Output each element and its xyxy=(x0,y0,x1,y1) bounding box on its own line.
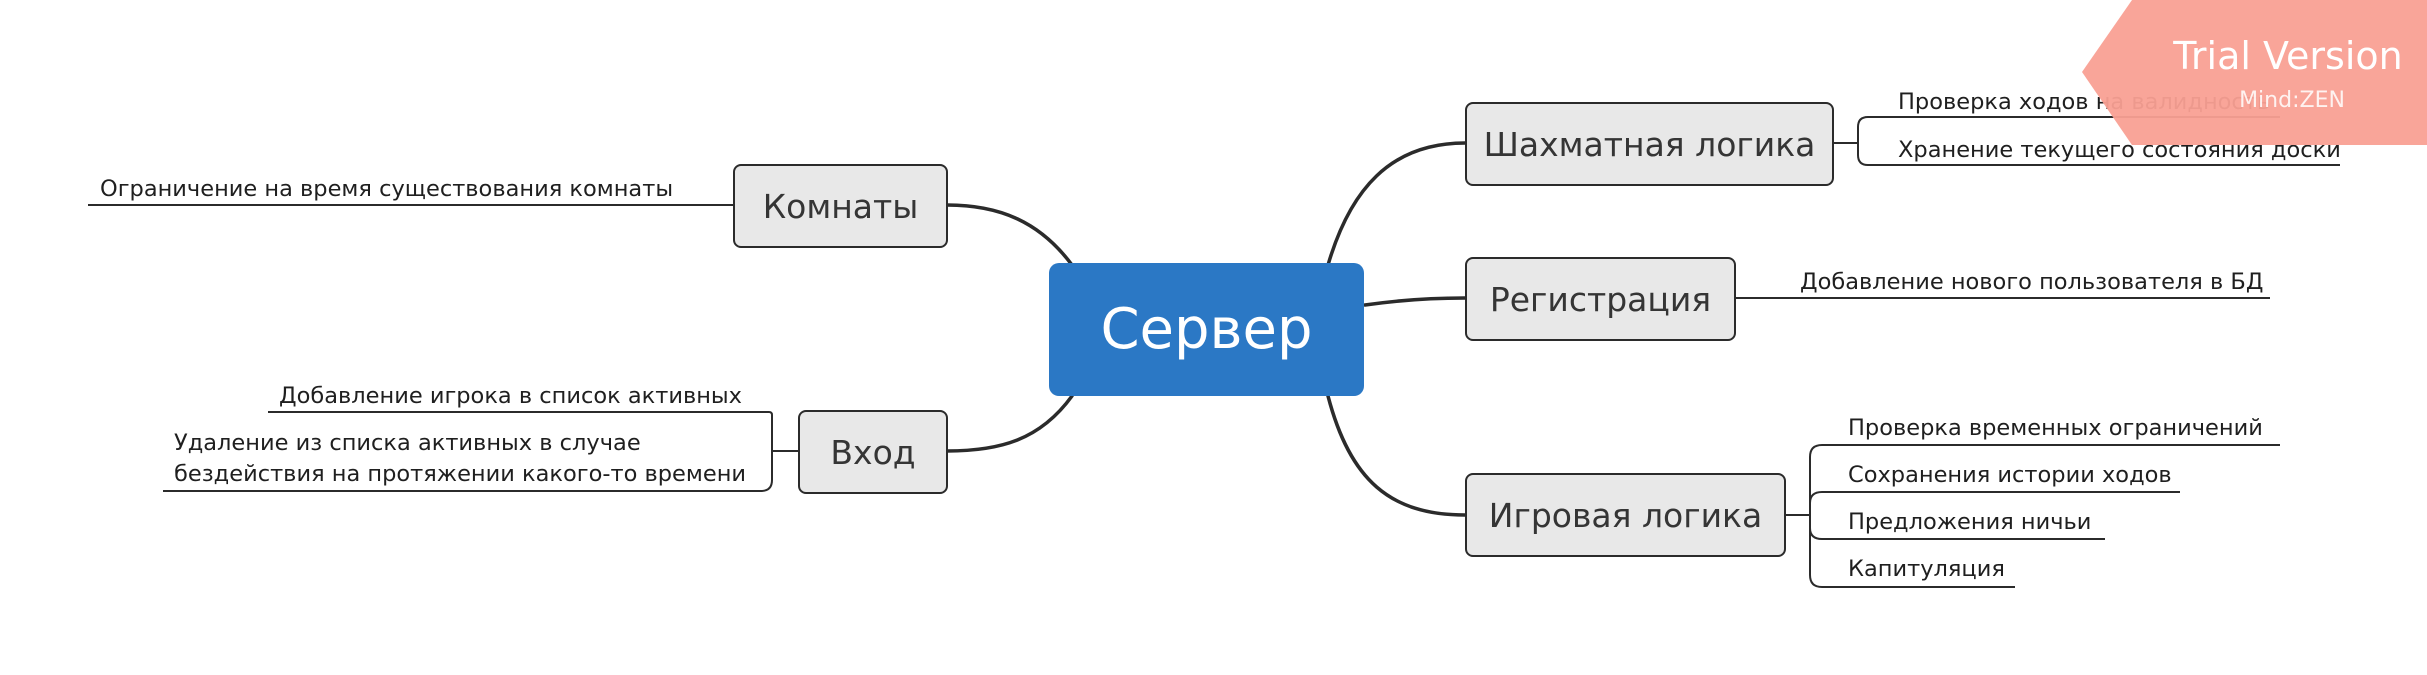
connector-game-logic xyxy=(1326,394,1467,517)
node-chess-logic-label: Шахматная логика xyxy=(1483,124,1816,164)
leaf-game-time-limits[interactable]: Проверка временных ограничений xyxy=(1848,415,2263,441)
node-rooms-label: Комнаты xyxy=(762,186,919,226)
leaf-line-login-bracket xyxy=(163,411,798,492)
node-game-logic-label: Игровая логика xyxy=(1488,495,1763,535)
leaf-game-resign[interactable]: Капитуляция xyxy=(1848,556,2005,582)
node-rooms[interactable]: Комнаты xyxy=(733,164,948,248)
connector-rooms xyxy=(945,203,1074,267)
leaf-login-remove-line2[interactable]: бездействия на протяжении какого-то врем… xyxy=(174,461,747,487)
leaf-login-remove-line1[interactable]: Удаление из списка активных в случае xyxy=(174,430,641,456)
node-registration[interactable]: Регистрация xyxy=(1465,257,1736,341)
node-chess-logic[interactable]: Шахматная логика xyxy=(1465,102,1834,186)
node-login[interactable]: Вход xyxy=(798,410,948,494)
connector-chess-logic xyxy=(1326,141,1467,267)
root-node-label: Сервер xyxy=(1100,297,1313,362)
node-login-label: Вход xyxy=(830,432,916,472)
connector-registration xyxy=(1363,296,1467,307)
trial-version-subtitle: Mind:ZEN xyxy=(2239,88,2345,113)
leaf-game-draw-offer[interactable]: Предложения ничьи xyxy=(1848,509,2092,535)
leaf-rooms-time-limit[interactable]: Ограничение на время существования комна… xyxy=(100,176,674,202)
node-registration-label: Регистрация xyxy=(1489,279,1712,319)
leaf-line-chess-bracket xyxy=(1834,116,2340,166)
connector-login xyxy=(945,394,1074,453)
leaf-game-move-history[interactable]: Сохранения истории ходов xyxy=(1848,462,2172,488)
trial-badge-shape xyxy=(2082,0,2427,145)
leaf-login-add-active[interactable]: Добавление игрока в список активных xyxy=(279,383,742,409)
trial-badge xyxy=(2082,0,2427,145)
root-node-server[interactable]: Сервер xyxy=(1049,263,1364,396)
node-game-logic[interactable]: Игровая логика xyxy=(1465,473,1786,557)
leaf-registration-add-user[interactable]: Добавление нового пользователя в БД xyxy=(1800,269,2264,295)
leaf-line-game-bracket xyxy=(1786,444,2280,588)
trial-version-title: Trial Version xyxy=(2173,34,2403,78)
